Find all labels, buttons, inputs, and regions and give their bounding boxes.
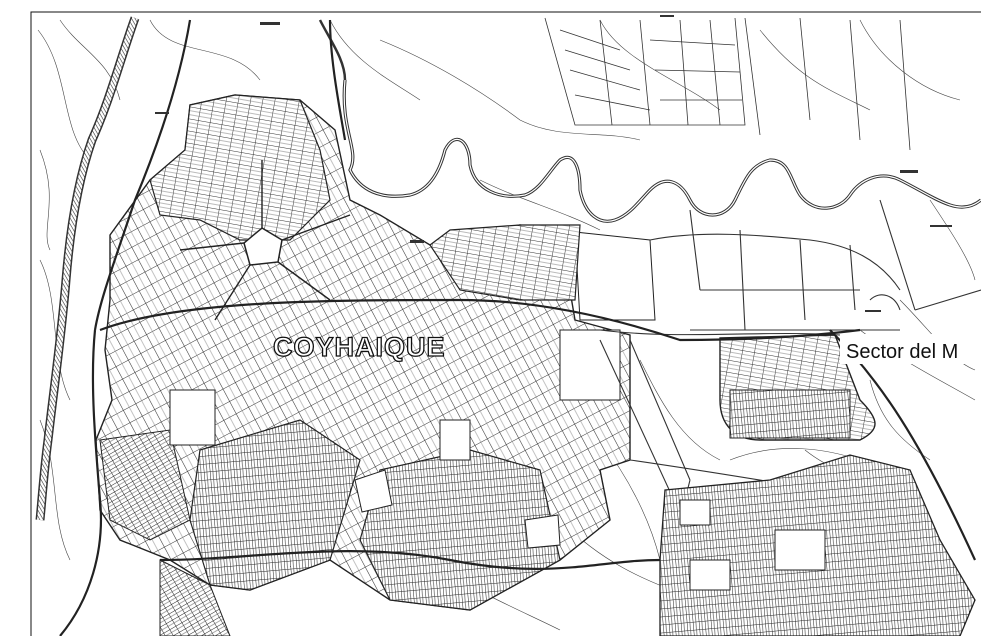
- central-plaza: [243, 227, 283, 266]
- city-label: COYHAIQUE: [273, 332, 446, 362]
- north-estate: [544, 17, 911, 151]
- map-frame: [30, 11, 981, 636]
- sector-label: Sector del M: [846, 341, 958, 363]
